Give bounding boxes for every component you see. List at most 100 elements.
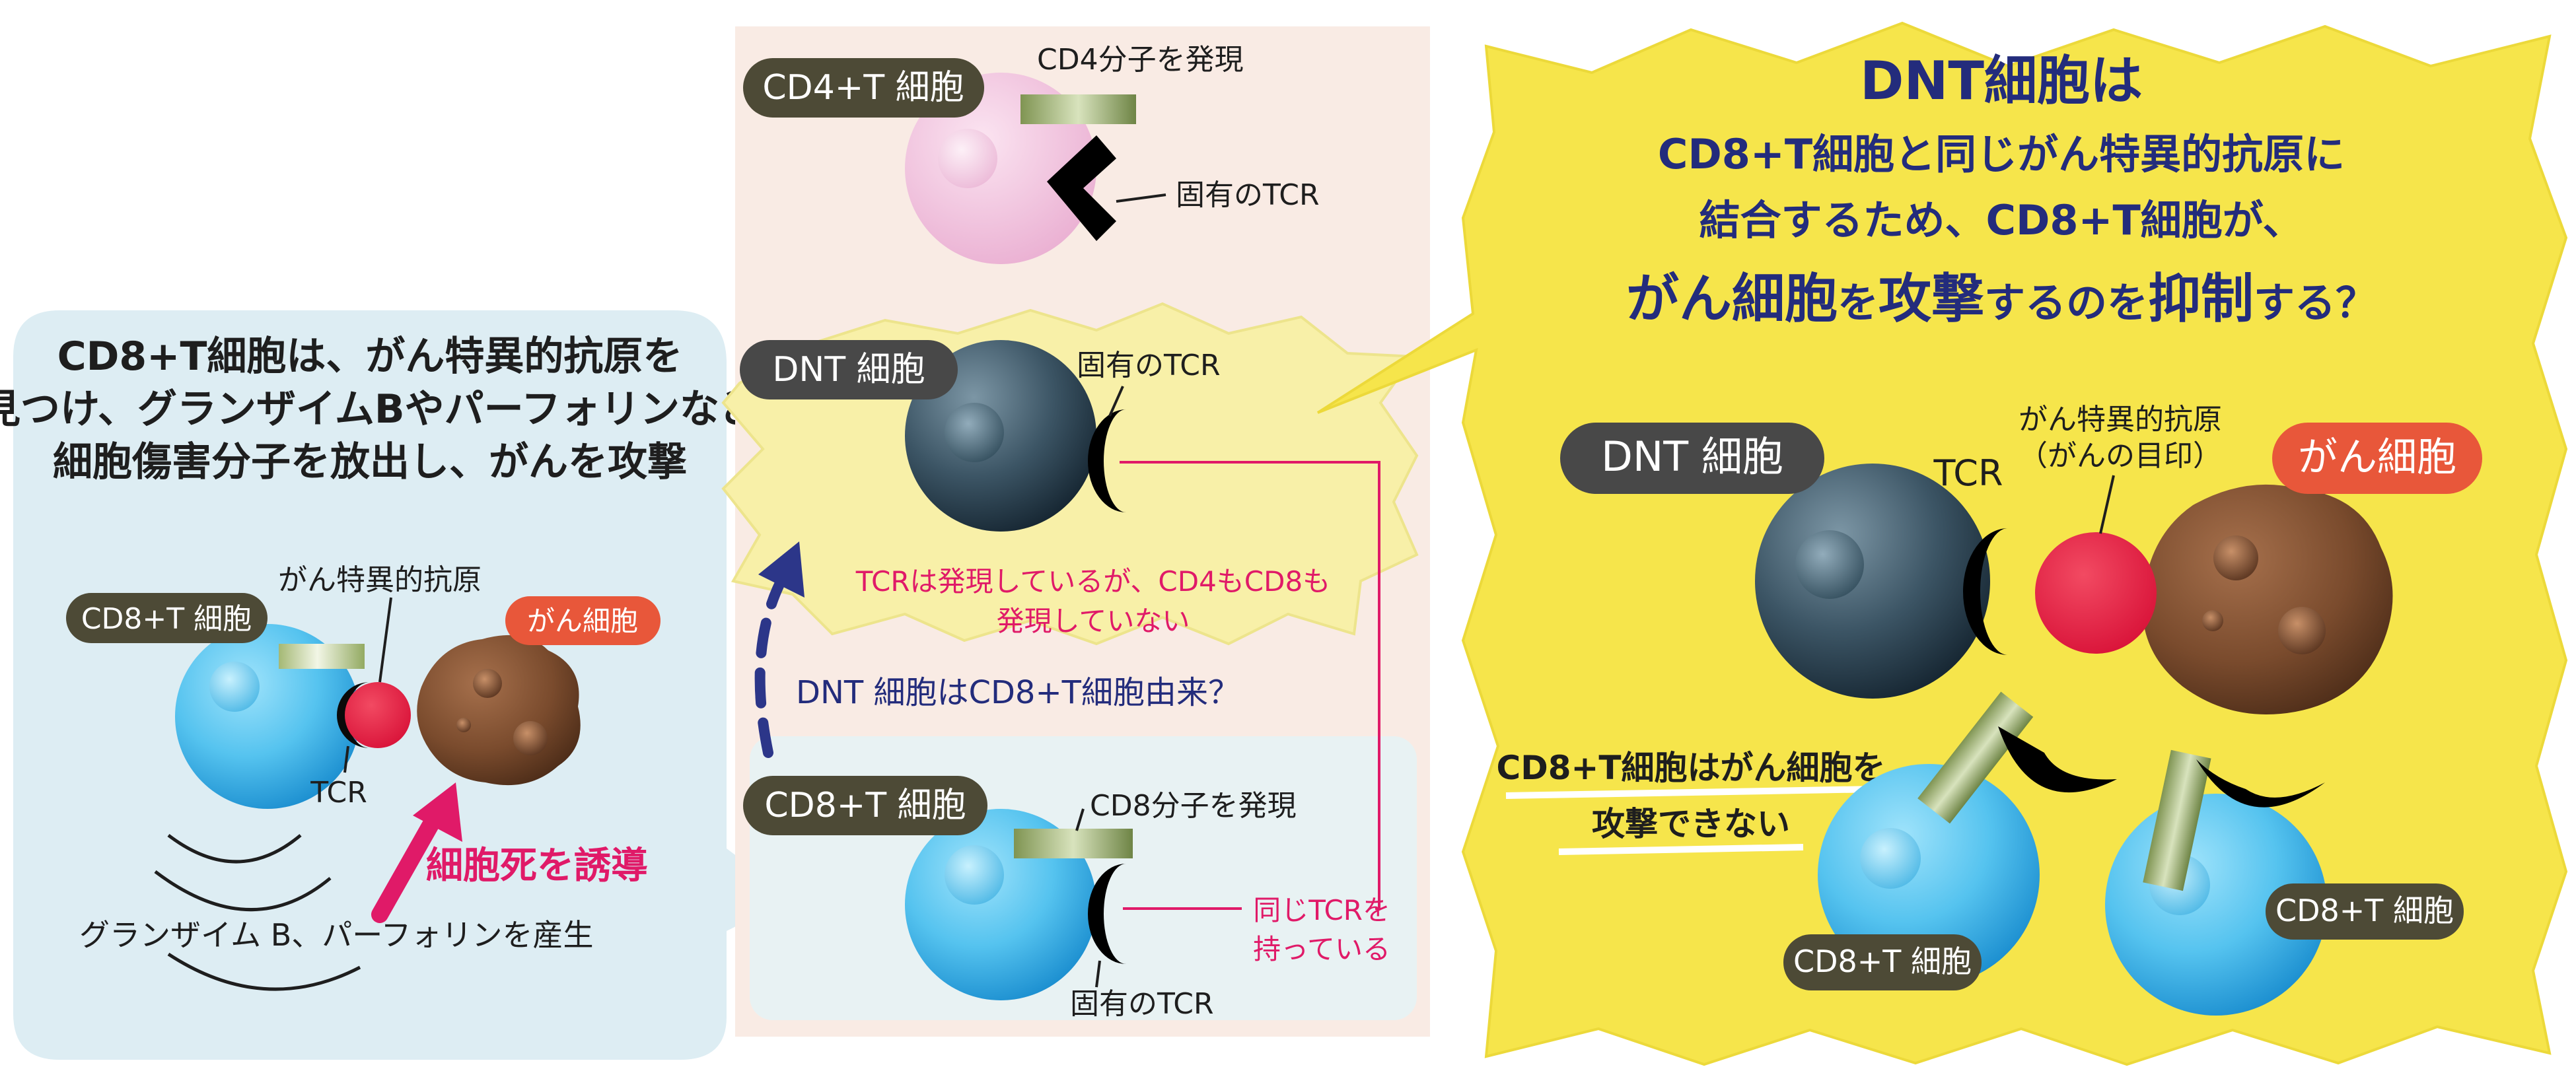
cd4-nucleus xyxy=(938,129,997,188)
left-description-line-2: 見つけ、グランザイムBやパーフォリンなど xyxy=(0,386,759,432)
title-particle-wo-1: を xyxy=(1838,279,1878,327)
left-cancer-cell xyxy=(417,635,581,786)
right-cd8-molecule-b xyxy=(2143,749,2211,891)
left-panel: CD8+T細胞は、がん特異的抗原を 見つけ、グランザイムBやパーフォリンなど 細… xyxy=(0,310,793,1060)
center-cd8-nucleus xyxy=(945,845,1004,905)
title-attack-word: 攻撃 xyxy=(1878,268,1984,329)
title-particle-suru: する？ xyxy=(2254,279,2377,327)
title-suppress-word: 抑制 xyxy=(2148,268,2254,329)
left-cd8-pill xyxy=(66,593,268,643)
left-tcr-label: TCR xyxy=(310,776,367,810)
dnt-tcr-leader-line xyxy=(1108,386,1124,417)
cannot-attack-underline-1 xyxy=(1505,786,1877,799)
cannot-attack-line-2: 攻撃できない xyxy=(1592,805,1790,843)
cd4-pill xyxy=(743,58,984,118)
left-cell-death-label: 細胞死を誘導 xyxy=(426,845,648,887)
left-tcr-receptor xyxy=(337,682,370,748)
center-cd8-pill xyxy=(743,776,987,835)
left-cell-death-arrow xyxy=(371,782,462,923)
left-cd8-nucleus xyxy=(209,662,260,712)
cd4-tcr-receptor xyxy=(1047,135,1116,241)
right-cancer-hole-1 xyxy=(2213,536,2258,580)
right-dnt-tcr-receptor xyxy=(1963,528,2008,655)
left-panel-background xyxy=(13,310,793,1060)
right-cancer-hole-2 xyxy=(2278,607,2326,654)
right-cancer-antigen xyxy=(2035,532,2157,654)
same-tcr-line-2: 持っている xyxy=(1253,933,1390,965)
right-antigen-leader-line xyxy=(2099,475,2115,534)
left-release-label: グランザイム B、パーフォリンを産生 xyxy=(79,917,594,953)
right-dnt-cell xyxy=(1755,464,1990,699)
left-description-line-3: 細胞傷害分子を放出し、がんを攻撃 xyxy=(53,439,687,485)
right-tcr-label: TCR xyxy=(1933,452,2003,494)
left-release-arc-2 xyxy=(154,870,332,911)
center-cd8-pill-label: CD8+T 細胞 xyxy=(764,786,966,825)
right-cd8-pill-a xyxy=(1783,934,1982,990)
right-cd8-nucleus-a xyxy=(1860,828,1921,889)
same-tcr-line-1: 同じTCRを xyxy=(1253,894,1390,926)
title-cancer-cell-word: がん細胞 xyxy=(1626,268,1838,329)
dnt-pill xyxy=(740,340,958,399)
dnt-note-line-2: 発現していない xyxy=(997,605,1190,637)
right-cd8-tcr-receptor-a xyxy=(1998,726,2117,793)
cd4-tcr-leader-line xyxy=(1116,193,1166,203)
cd4-pill-label: CD4+T 細胞 xyxy=(762,68,964,108)
origin-question-label: DNT 細胞はCD8+T細胞由来？ xyxy=(796,674,1240,711)
cannot-attack-underline-2 xyxy=(1558,844,1804,855)
center-cd8-molecule-leader-line xyxy=(1075,808,1085,831)
right-antigen-label-line-1: がん特異的抗原 xyxy=(2019,403,2222,436)
right-cd8-pill-b-label: CD8+T 細胞 xyxy=(2275,893,2454,928)
dnt-tcr-receptor xyxy=(1088,409,1126,512)
right-title-line-4: がん細胞を攻撃するのを抑制する？ xyxy=(1626,268,2377,329)
left-cancer-hole-1 xyxy=(473,669,502,698)
left-antigen-leader-line xyxy=(378,597,392,683)
right-title-line-2: CD8+T細胞と同じがん特異的抗原に xyxy=(1658,130,2345,178)
dnt-note-line-1: TCRは発現しているが、CD4もCD8も xyxy=(855,565,1330,598)
right-cancer-cell xyxy=(2142,484,2393,715)
left-cancer-pill-label: がん細胞 xyxy=(527,605,638,637)
left-tcr-leader-line xyxy=(343,745,349,773)
center-cd8-molecule-label: CD8分子を発現 xyxy=(1090,789,1297,823)
cd4-molecule xyxy=(1020,94,1136,124)
same-tcr-connector xyxy=(1120,461,1380,910)
left-cancer-antigen xyxy=(345,682,411,748)
right-cancer-pill-label: がん細胞 xyxy=(2298,434,2456,481)
right-cd8-pill-a-label: CD8+T 細胞 xyxy=(1793,944,1972,979)
right-cd8-pill-b xyxy=(2266,883,2464,940)
cd4-molecule-label: CD4分子を発現 xyxy=(1037,43,1244,77)
left-release-arc-1 xyxy=(167,834,302,864)
right-dnt-pill-label: DNT 細胞 xyxy=(1601,432,1783,481)
center-cd8-tcr-label: 固有のTCR xyxy=(1070,987,1214,1021)
dnt-nucleus xyxy=(945,403,1004,462)
left-antigen-label: がん特異的抗原 xyxy=(278,563,482,597)
left-cd8-molecule xyxy=(279,644,365,669)
right-cd8-tcr-receptor-b xyxy=(2196,759,2325,808)
title-particle-surunoo: するのを xyxy=(1984,279,2148,327)
right-title-line-1: DNT細胞は xyxy=(1860,50,2143,112)
right-dnt-nucleus xyxy=(1795,530,1864,599)
left-release-arc-3 xyxy=(167,952,361,991)
right-antigen-label-line-2: （がんの目印） xyxy=(2019,439,2222,473)
right-cd8-cell-a xyxy=(1818,764,2040,986)
left-cancer-hole-2 xyxy=(513,721,548,755)
left-description-line-1: CD8+T細胞は、がん特異的抗原を xyxy=(57,333,683,380)
left-cancer-hole-3 xyxy=(456,718,471,732)
center-panel: CD4+T 細胞 CD4分子を発現 固有のTCR DNT 細胞 固有のTCR T… xyxy=(721,26,1430,1037)
left-cd8-pill-label: CD8+T 細胞 xyxy=(81,602,252,636)
right-cancer-pill xyxy=(2272,423,2482,494)
right-cancer-hole-3 xyxy=(2202,610,2223,631)
center-cd8-tcr-leader-line xyxy=(1095,960,1101,988)
origin-dashed-arrow xyxy=(754,572,788,758)
right-title-line-3: 結合するため、CD8+T細胞が、 xyxy=(1699,196,2303,244)
center-cd8-tcr-receptor xyxy=(1088,864,1126,964)
left-cancer-pill xyxy=(505,596,661,645)
cd4-tcr-label: 固有のTCR xyxy=(1176,178,1320,212)
cannot-attack-line-1: CD8+T細胞はがん細胞を xyxy=(1497,749,1886,787)
dnt-pill-label: DNT 細胞 xyxy=(772,350,925,390)
right-panel: DNT細胞は CD8+T細胞と同じがん特異的抗原に 結合するため、CD8+T細胞… xyxy=(1316,21,2568,1066)
origin-arrow-head xyxy=(758,541,805,598)
right-dnt-pill xyxy=(1560,423,1824,494)
right-cd8-molecule-a xyxy=(1917,691,2034,824)
center-cd8-molecule xyxy=(1014,829,1133,858)
